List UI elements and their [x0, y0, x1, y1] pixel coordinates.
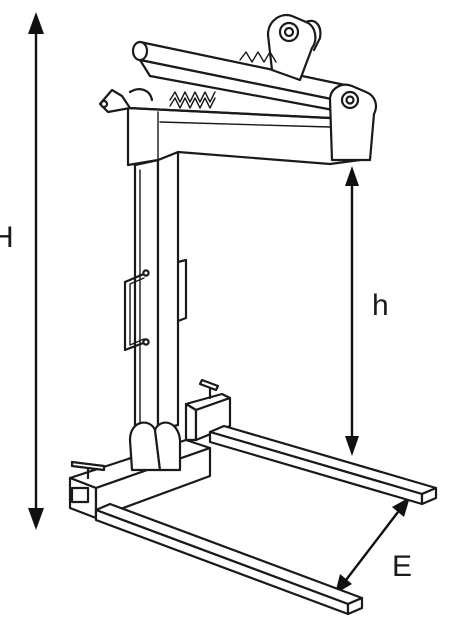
t-screw-rear-bar: [198, 378, 220, 392]
top-arm-upper-edge: [126, 106, 332, 120]
front-clamp: [98, 88, 154, 114]
fork-right-tip: [420, 486, 438, 506]
eye-hole-inner: [283, 26, 295, 38]
mast-column: [133, 150, 180, 432]
spring-lower-2: [169, 97, 216, 109]
fork-right: [208, 424, 438, 506]
balance-beam: [131, 40, 353, 114]
rear-bracket-plate: [328, 83, 377, 162]
rear-bracket: [328, 83, 377, 162]
spring-upper: [239, 51, 277, 63]
fork-left-tip: [346, 596, 364, 616]
balance-springs: [169, 51, 277, 109]
beam-end-cap: [131, 40, 149, 62]
cross-block-front: [184, 402, 198, 442]
handle-grip: [123, 271, 148, 352]
mast-foot: [128, 421, 182, 472]
dimension-lift-height: [345, 166, 359, 456]
arrow-down-lift: [345, 436, 359, 456]
t-screw-front: [70, 460, 106, 480]
spring-lower: [169, 91, 216, 103]
arrow-upper-spread: [392, 497, 410, 517]
t-screw-front-bar: [70, 460, 106, 472]
arrow-up-overall: [28, 12, 44, 34]
dimension-overall-height: [28, 12, 44, 530]
handle-inner: [129, 277, 145, 346]
eye-side: [304, 19, 322, 52]
fork-left-side: [94, 508, 350, 616]
fork-right-top: [208, 424, 438, 496]
mast-side-face: [156, 150, 180, 432]
foot-web-right: [153, 421, 182, 472]
mast-handle: [123, 258, 188, 352]
arrow-up-lift: [345, 166, 359, 186]
mast-front-face: [133, 158, 160, 432]
arrow-down-overall: [28, 508, 44, 530]
fork-left: [94, 502, 364, 616]
label-fork-spread: E: [392, 550, 412, 583]
handle-bolt-top: [142, 269, 150, 277]
top-arm-ridge: [159, 121, 331, 128]
handle-bolt-bottom: [142, 338, 150, 346]
fork-left-top: [94, 502, 364, 606]
label-lift-height: h: [372, 289, 389, 322]
handle-rear-bracket: [176, 258, 188, 323]
dimension-line-spread: [345, 511, 399, 581]
clamp-arc: [128, 88, 154, 102]
carriage-lock-block: [70, 486, 90, 504]
clamp-knob: [99, 99, 109, 109]
rear-pin-inner: [345, 95, 355, 105]
top-arm: [126, 106, 362, 167]
fork-right-side: [208, 430, 424, 506]
lifting-eye: [266, 13, 322, 82]
label-overall-height: H: [0, 221, 14, 254]
top-arm-body: [126, 106, 362, 167]
t-screw-rear: [198, 378, 220, 400]
